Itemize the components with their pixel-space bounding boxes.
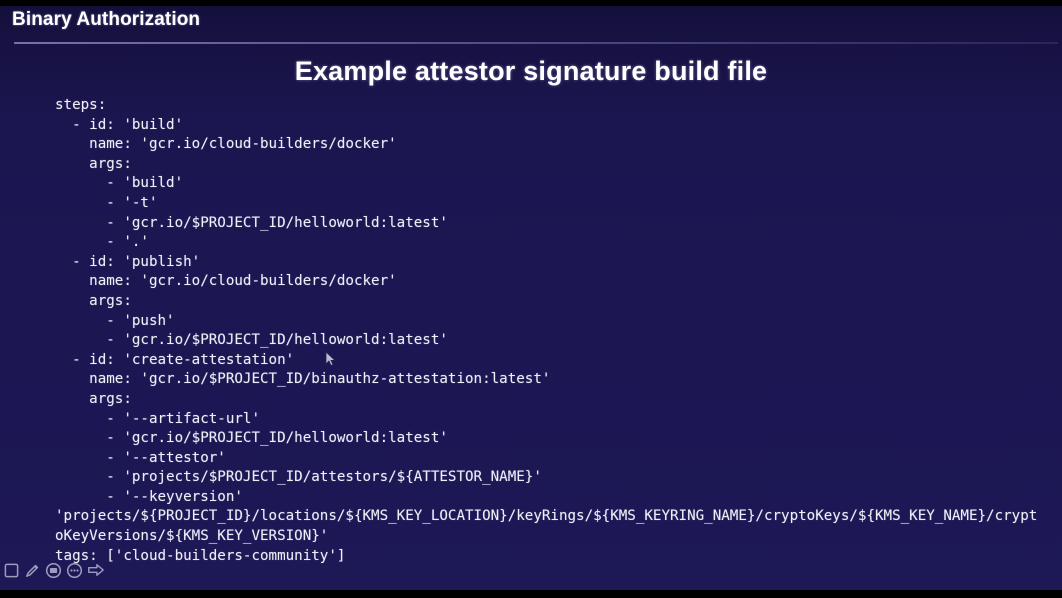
code-line: name: 'gcr.io/cloud-builders/docker' — [55, 273, 397, 290]
code-line: - '.' — [55, 234, 149, 251]
code-line: - 'push' — [55, 312, 175, 329]
code-line: - id: 'build' — [55, 116, 184, 133]
code-line: - 'build' — [55, 175, 184, 192]
header-divider-rule — [14, 42, 1058, 44]
pointer-icon[interactable] — [2, 561, 21, 580]
code-line: name: 'gcr.io/$PROJECT_ID/binauthz-attes… — [55, 371, 551, 388]
pen-icon[interactable] — [23, 561, 42, 580]
presenter-toolbar[interactable] — [2, 560, 105, 580]
presentation-slide[interactable]: Binary Authorization Example attestor si… — [0, 6, 1062, 590]
more-options-icon[interactable] — [65, 561, 84, 580]
slide-header: Binary Authorization — [0, 6, 1062, 50]
slide-title: Example attestor signature build file — [294, 56, 768, 86]
code-line: - id: 'publish' — [55, 253, 201, 270]
letterbox-bar-top — [0, 0, 1062, 6]
mouse-pointer-cursor — [325, 351, 337, 367]
code-line-tags: tags: ['cloud-builders-community'] — [55, 547, 346, 564]
code-line: - '--artifact-url' — [55, 410, 260, 427]
code-line: args: — [55, 390, 132, 407]
code-line: args: — [55, 292, 132, 309]
code-line: - id: 'create-attestation' — [55, 351, 295, 368]
slide-header-title: Binary Authorization — [12, 9, 201, 30]
code-line: - '--attestor' — [55, 449, 226, 466]
letterbox-bar-bottom — [0, 590, 1062, 598]
next-slide-arrow-icon[interactable] — [86, 561, 105, 580]
code-line: steps: — [55, 97, 107, 113]
code-line: - '-t' — [55, 194, 158, 211]
code-line: args: — [55, 155, 132, 172]
yaml-code-block: steps: - id: 'build' name: 'gcr.io/cloud… — [55, 96, 1040, 566]
code-line: name: 'gcr.io/cloud-builders/docker' — [55, 136, 397, 153]
code-line: - 'gcr.io/$PROJECT_ID/helloworld:latest' — [55, 214, 448, 231]
code-line-wrapped: 'projects/${PROJECT_ID}/locations/${KMS_… — [55, 508, 1038, 545]
code-line: - 'projects/$PROJECT_ID/attestors/${ATTE… — [55, 469, 542, 486]
presenter-view-icon[interactable] — [44, 561, 63, 580]
code-line: - 'gcr.io/$PROJECT_ID/helloworld:latest' — [55, 430, 448, 447]
code-line: - 'gcr.io/$PROJECT_ID/helloworld:latest' — [55, 332, 448, 349]
code-line: - '--keyversion' — [55, 488, 243, 505]
